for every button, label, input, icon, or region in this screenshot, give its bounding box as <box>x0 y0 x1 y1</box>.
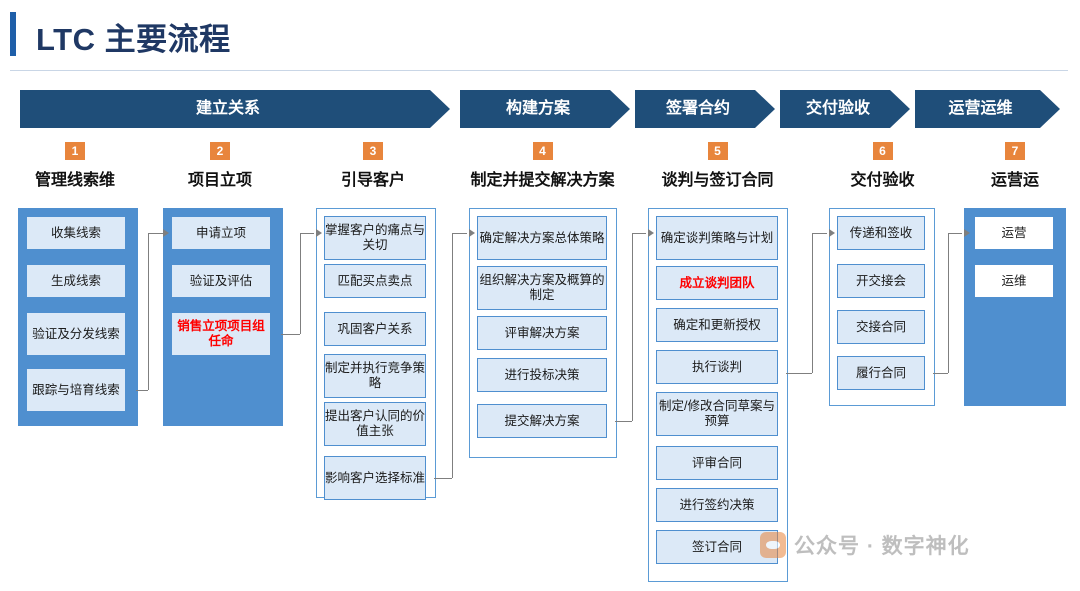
task-operation-2[interactable]: 运维 <box>974 264 1054 298</box>
task-manage-leads-4[interactable]: 跟踪与培育线索 <box>26 368 126 412</box>
wechat-logo-icon <box>760 532 786 558</box>
column-title-3: 引导客户 <box>340 172 405 189</box>
task-project-setup-2[interactable]: 验证及评估 <box>171 264 271 298</box>
page-title: LTC 主要流程 <box>36 22 231 57</box>
phase-arrow-label: 签署合约 <box>665 100 730 117</box>
step-badge-3: 3 <box>363 142 383 160</box>
column-title-2: 项目立项 <box>187 172 252 189</box>
phase-arrow-label: 建立关系 <box>195 100 260 117</box>
phase-arrow-1: 建立关系 <box>20 90 450 128</box>
column-title-4: 制定并提交解决方案 <box>470 172 615 189</box>
connector-h <box>300 233 314 234</box>
task-solution-2[interactable]: 组织解决方案及概算的制定 <box>477 266 607 310</box>
phase-arrow-head <box>890 90 910 128</box>
task-negotiate-1[interactable]: 确定谈判策略与计划 <box>656 216 778 260</box>
task-negotiate-7[interactable]: 进行签约决策 <box>656 488 778 522</box>
title-accent-bar <box>10 12 16 56</box>
phase-arrow-label: 构建方案 <box>505 100 570 117</box>
connector-v <box>300 233 301 334</box>
phase-arrow-4: 交付验收 <box>780 90 910 128</box>
column-title-6: 交付验收 <box>850 172 915 189</box>
column-title-5: 谈判与签订合同 <box>661 172 774 189</box>
connector-arrow-icon <box>316 229 322 237</box>
connector-h <box>281 334 300 335</box>
task-negotiate-2[interactable]: 成立谈判团队 <box>656 266 778 300</box>
task-manage-leads-1[interactable]: 收集线索 <box>26 216 126 250</box>
task-guide-customer-1[interactable]: 掌握客户的痛点与关切 <box>324 216 426 260</box>
phase-arrow-label: 交付验收 <box>805 100 870 117</box>
phase-arrow-body <box>460 90 610 128</box>
phase-arrow-head <box>430 90 450 128</box>
task-negotiate-3[interactable]: 确定和更新授权 <box>656 308 778 342</box>
task-negotiate-5[interactable]: 制定/修改合同草案与预算 <box>656 392 778 436</box>
step-badge-5: 5 <box>707 142 728 160</box>
column-title-7: 运营运 <box>990 172 1039 189</box>
step-badge-6: 6 <box>872 142 893 160</box>
connector-v <box>452 233 453 478</box>
phase-arrow-head <box>755 90 775 128</box>
task-project-setup-1[interactable]: 申请立项 <box>171 216 271 250</box>
step-badge-4: 4 <box>532 142 553 160</box>
task-negotiate-8[interactable]: 签订合同 <box>656 530 778 564</box>
phase-arrow-2: 构建方案 <box>460 90 630 128</box>
task-project-setup-3[interactable]: 销售立项项目组任命 <box>171 312 271 356</box>
task-guide-customer-5[interactable]: 提出客户认同的价值主张 <box>324 402 426 446</box>
column-title-1: 管理线索维 <box>34 172 115 189</box>
phase-arrow-head <box>610 90 630 128</box>
task-delivery-3[interactable]: 交接合同 <box>837 310 925 344</box>
connector-h <box>812 233 827 234</box>
watermark-text: 公众号 · 数字神化 <box>794 535 970 558</box>
task-solution-3[interactable]: 评审解决方案 <box>477 316 607 350</box>
task-guide-customer-4[interactable]: 制定并执行竞争策略 <box>324 354 426 398</box>
watermark: 公众号 · 数字神化 <box>760 530 970 560</box>
task-guide-customer-3[interactable]: 巩固客户关系 <box>324 312 426 346</box>
task-operation-1[interactable]: 运营 <box>974 216 1054 250</box>
connector-arrow-icon <box>469 229 475 237</box>
task-negotiate-6[interactable]: 评审合同 <box>656 446 778 480</box>
task-solution-4[interactable]: 进行投标决策 <box>477 358 607 392</box>
phase-arrow-head <box>1040 90 1060 128</box>
connector-h <box>948 233 962 234</box>
step-badge-2: 2 <box>210 142 230 160</box>
connector-h <box>786 373 812 374</box>
step-badge-7: 7 <box>1005 142 1025 160</box>
task-delivery-1[interactable]: 传递和签收 <box>837 216 925 250</box>
connector-arrow-icon <box>648 229 654 237</box>
connector-h <box>136 390 148 391</box>
connector-h <box>452 233 467 234</box>
task-manage-leads-2[interactable]: 生成线索 <box>26 264 126 298</box>
phase-arrow-3: 签署合约 <box>635 90 775 128</box>
connector-arrow-icon <box>163 229 169 237</box>
title-divider <box>10 70 1068 71</box>
phase-arrow-body <box>915 90 1040 128</box>
phase-arrow-body <box>780 90 890 128</box>
connector-v <box>632 233 633 421</box>
connector-h <box>148 233 163 234</box>
task-delivery-4[interactable]: 履行合同 <box>837 356 925 390</box>
task-manage-leads-3[interactable]: 验证及分发线索 <box>26 312 126 356</box>
task-guide-customer-2[interactable]: 匹配买点卖点 <box>324 264 426 298</box>
connector-v <box>148 233 149 390</box>
connector-arrow-icon <box>964 229 970 237</box>
connector-v <box>812 233 813 373</box>
connector-h <box>615 421 632 422</box>
task-guide-customer-6[interactable]: 影响客户选择标准 <box>324 456 426 500</box>
phase-arrow-body <box>635 90 755 128</box>
connector-h <box>632 233 646 234</box>
connector-h <box>933 373 948 374</box>
phase-arrow-label: 运营运维 <box>948 100 1013 117</box>
connector-arrow-icon <box>829 229 835 237</box>
connector-h <box>434 478 452 479</box>
task-solution-1[interactable]: 确定解决方案总体策略 <box>477 216 607 260</box>
task-delivery-2[interactable]: 开交接会 <box>837 264 925 298</box>
task-negotiate-4[interactable]: 执行谈判 <box>656 350 778 384</box>
phase-arrow-5: 运营运维 <box>915 90 1060 128</box>
phase-arrow-body <box>20 90 430 128</box>
connector-v <box>948 233 949 373</box>
task-solution-5[interactable]: 提交解决方案 <box>477 404 607 438</box>
step-badge-1: 1 <box>65 142 85 160</box>
